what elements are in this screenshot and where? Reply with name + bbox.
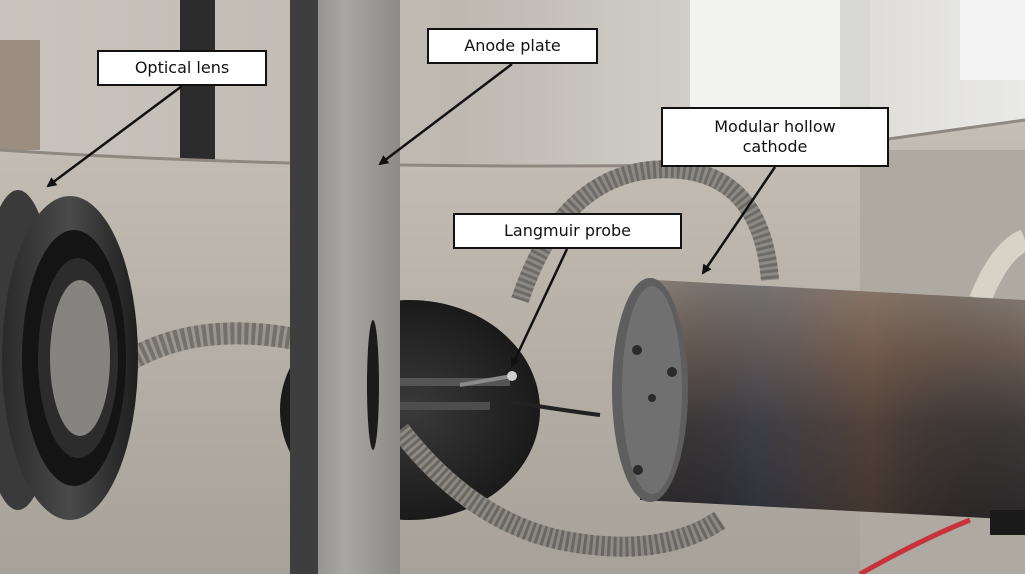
optical-lens-text: Optical lens xyxy=(134,58,230,77)
anode-plate-text: Anode plate xyxy=(464,36,561,55)
optical-lens-label: Optical lens xyxy=(97,50,267,86)
hollow-cathode-text-line2: cathode xyxy=(742,137,808,156)
hollow-cathode-text-line1: Modular hollow xyxy=(714,117,836,136)
anode-plate-label: Anode plate xyxy=(427,28,598,64)
hollow-cathode-label: Modular hollow cathode xyxy=(661,107,889,167)
langmuir-probe-label: Langmuir probe xyxy=(453,213,682,249)
langmuir-probe-text: Langmuir probe xyxy=(503,221,632,240)
